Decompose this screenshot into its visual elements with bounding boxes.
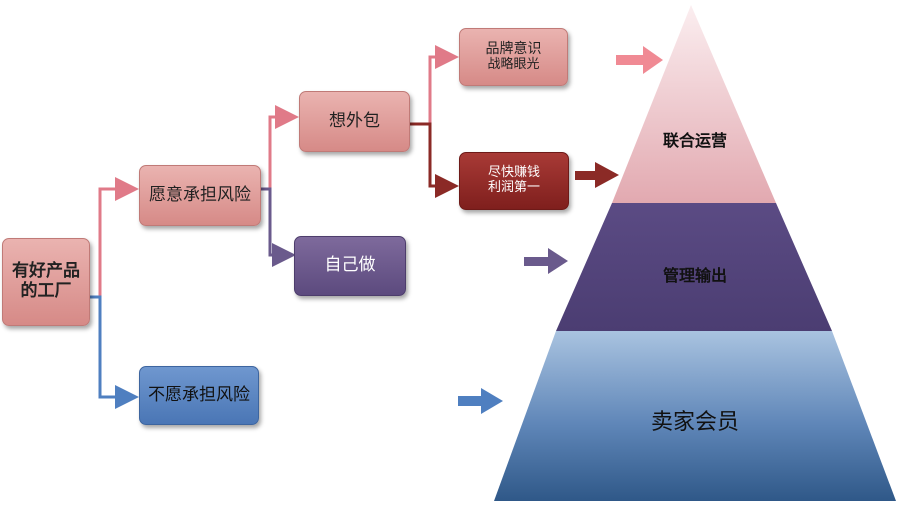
node-brand-line1: 品牌意识	[485, 41, 542, 58]
pyramid-bottom-label: 卖家会员	[650, 410, 739, 435]
node-quick-money-line1: 尽快赚钱	[487, 165, 540, 181]
connector-root-willing	[90, 177, 139, 299]
node-quick-money: 尽快赚钱 利润第一	[459, 152, 569, 210]
node-brand: 品牌意识 战略眼光	[459, 28, 568, 86]
pyramid-middle-label: 管理输出	[662, 266, 727, 285]
pyramid-tier-bottom	[494, 331, 896, 501]
connector-willing-outsource	[261, 105, 299, 191]
node-willing-risk: 愿意承担风险	[139, 165, 261, 226]
node-quick-money-line2: 利润第一	[487, 180, 540, 195]
pyramid-tier-top	[612, 5, 776, 203]
node-unwilling-risk-label: 不愿承担风险	[148, 384, 250, 405]
node-root-label: 有好产品的工厂	[12, 261, 80, 301]
arrow-to-top-tier	[616, 46, 663, 74]
node-brand-line2: 战略眼光	[487, 56, 540, 72]
connector-outsource-brand	[410, 45, 459, 126]
node-root: 有好产品的工厂	[2, 238, 90, 326]
node-self-do: 自己做	[294, 236, 406, 296]
pyramid-top-label: 联合运营	[662, 131, 727, 150]
node-outsource: 想外包	[299, 91, 410, 152]
connector-willing-self	[261, 187, 296, 267]
pyramid-tier-middle	[556, 203, 832, 331]
arrow-to-middle-tier	[524, 248, 568, 274]
node-outsource-label: 想外包	[329, 110, 380, 131]
connector-root-unwilling	[90, 295, 139, 409]
node-unwilling-risk: 不愿承担风险	[139, 366, 259, 425]
connector-outsource-quick	[410, 122, 459, 198]
arrow-to-top-tier-lower	[575, 162, 619, 188]
arrow-to-bottom-tier	[458, 388, 503, 414]
node-willing-risk-label: 愿意承担风险	[149, 184, 251, 205]
node-self-do-label: 自己做	[324, 255, 376, 276]
